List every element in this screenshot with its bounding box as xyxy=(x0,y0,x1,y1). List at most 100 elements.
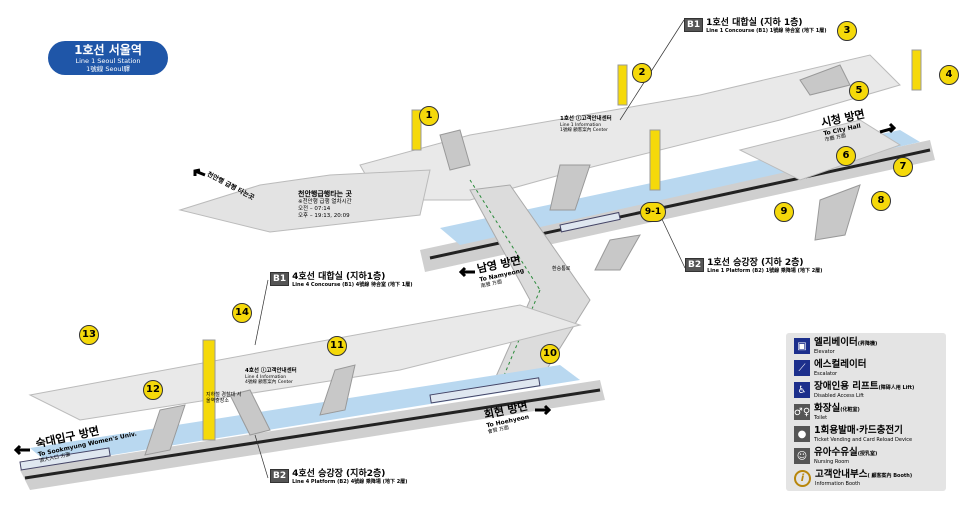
express-note: 천안행급행타는 곳 ※천안행 급행 열차시간 오전 – 07:14 오후 – 1… xyxy=(298,189,352,220)
legend-english: Escalator xyxy=(814,370,838,377)
legend-korean: 장애인용 리프트 xyxy=(814,380,879,392)
level-english: Line 1 Platform (B2) 1號線 乘降場 (地下 2層) xyxy=(707,268,823,274)
exit-9-1[interactable]: 9-1 xyxy=(640,202,666,222)
level-korean: 1호선 대합실 (지하 1층) xyxy=(706,18,803,28)
transfer-passage-label: 환승통로 xyxy=(552,266,571,272)
line1-info-center-label: 1호선 ⓘ고객안내센터 Line 1 Information 1號線 顧客案內 … xyxy=(560,116,612,133)
express-note-line: 오후 – 19:13, 20:09 xyxy=(298,213,350,219)
level-english: Line 4 Concourse (B1) 4號線 待合室 (地下 1層) xyxy=(292,282,413,288)
arrow-sookmyung xyxy=(13,444,30,456)
level-korean: 4호선 대합실 (지하1층) xyxy=(292,272,386,282)
elevator-icon: ▣ xyxy=(794,338,810,354)
exit-9[interactable]: 9 xyxy=(774,202,794,222)
police-office-label: 지하철 경찰대 서울역출장소 xyxy=(206,392,242,404)
exit-5[interactable]: 5 xyxy=(849,81,869,101)
transfer-route-line xyxy=(469,179,541,291)
exit-14[interactable]: 14 xyxy=(232,303,252,323)
legend-korean: 유아수유실 xyxy=(814,446,858,458)
escalator-icon: ⟋ xyxy=(794,360,810,376)
level-badge: B1 xyxy=(684,18,704,32)
legend-english: Toilet xyxy=(814,414,828,421)
legend-korean: 화장실 xyxy=(814,402,841,414)
info-english: Line 4 Information xyxy=(245,375,287,380)
info-hanja: 4號線 顧客案內 Center xyxy=(245,380,293,385)
toilet-icon: ♂♀ xyxy=(794,404,810,420)
station-title-hanja: 1號線 Seoul驛 xyxy=(86,65,130,73)
elevator-column-exit4 xyxy=(911,49,922,91)
info-korean: 4호선 ⓘ고객안내센터 xyxy=(245,368,297,374)
legend-hanja: (昇降機) xyxy=(857,340,878,347)
exit-1[interactable]: 1 xyxy=(419,106,439,126)
wheelchair-lift-icon: ♿ xyxy=(794,382,810,398)
nursing-room-icon: ☺ xyxy=(794,448,810,464)
line1-elevator-column xyxy=(649,129,661,191)
info-english: Line 1 Information xyxy=(560,123,602,128)
elevator-column-exit2 xyxy=(617,64,628,106)
information-icon: i xyxy=(794,469,811,487)
level-korean: 4호선 승강장 (지하2층) xyxy=(292,469,386,479)
legend-english: Disabled Access Lift xyxy=(814,392,864,399)
legend-english: Ticket Vending and Card Reload Device xyxy=(814,436,913,443)
legend-english: Information Booth xyxy=(815,480,861,487)
line1-concourse-wing xyxy=(178,169,431,233)
exit-11[interactable]: 11 xyxy=(327,336,347,356)
line1-concourse xyxy=(359,54,901,201)
station-title-english: Line 1 Seoul Station xyxy=(75,57,141,65)
level-badge: B1 xyxy=(270,272,290,286)
legend-hanja: (化粧室) xyxy=(840,406,860,413)
level-english: Line 4 Platform (B2) 4號線 乘降場 (地下 2層) xyxy=(292,479,408,485)
exit-7[interactable]: 7 xyxy=(893,157,913,177)
legend-hanja: (障碍人用 Lift) xyxy=(878,384,915,391)
label-line4-platform: B2 4호선 승강장 (지하2층)Line 4 Platform (B2) 4號… xyxy=(270,469,407,485)
arrow-hoehyeon xyxy=(535,404,552,416)
express-note-title: 천안행급행타는 곳 xyxy=(298,190,352,198)
express-note-line: ※천안행 급행 열차시간 xyxy=(298,199,352,205)
line4-elevator-column xyxy=(202,339,216,441)
legend-english: Elevator xyxy=(814,348,835,355)
label-line1-concourse: B1 1호선 대합실 (지하 1층)Line 1 Concourse (B1) … xyxy=(684,18,827,34)
line4-info-center-label: 4호선 ⓘ고객안내센터 Line 4 Information 4號線 顧客案內 … xyxy=(245,368,297,385)
line4-rail xyxy=(24,388,601,480)
legend-english: Nursing Room xyxy=(814,458,850,465)
legend-item-lift: ♿ 장애인용 리프트(障碍人用 Lift) Disabled Access Lift xyxy=(794,381,946,399)
line4-train xyxy=(19,447,111,471)
legend-item-toilet: ♂♀ 화장실(化粧室) Toilet xyxy=(794,403,946,421)
exit-3[interactable]: 3 xyxy=(837,21,857,41)
level-badge: B2 xyxy=(270,469,290,483)
level-english: Line 1 Concourse (B1) 1號線 待合室 (地下 1層) xyxy=(706,28,827,34)
legend-korean: 엘리베이터 xyxy=(814,336,858,348)
legend-item-elevator: ▣ 엘리베이터(昇降機) Elevator xyxy=(794,337,946,355)
level-badge: B2 xyxy=(685,258,705,272)
legend-korean: 고객안내부스 xyxy=(815,468,868,480)
elevator-column-exit1 xyxy=(411,109,422,151)
line1-train xyxy=(559,211,621,233)
line1-concourse-east xyxy=(738,119,902,181)
line4-concourse xyxy=(28,304,582,421)
legend-korean: 1회용발매·카드충전기 xyxy=(814,424,903,436)
exit-8[interactable]: 8 xyxy=(871,191,891,211)
level-korean: 1호선 승강장 (지하 2층) xyxy=(707,258,804,268)
station-title-badge: 1호선 서울역 Line 1 Seoul Station 1號線 Seoul驛 xyxy=(48,41,168,75)
info-korean: 1호선 ⓘ고객안내센터 xyxy=(560,116,612,122)
exit-4[interactable]: 4 xyxy=(939,65,959,85)
exit-6[interactable]: 6 xyxy=(836,146,856,166)
exit-13[interactable]: 13 xyxy=(79,325,99,345)
exit-12[interactable]: 12 xyxy=(143,380,163,400)
express-note-line: 오전 – 07:14 xyxy=(298,206,331,212)
label-line4-concourse: B1 4호선 대합실 (지하1층)Line 4 Concourse (B1) 4… xyxy=(270,272,413,288)
ticket-machine-icon: ● xyxy=(794,426,810,442)
stairs xyxy=(144,64,861,456)
exit-10[interactable]: 10 xyxy=(540,344,560,364)
info-hanja: 1號線 顧客案內 Center xyxy=(560,128,608,133)
legend-item-nursing: ☺유아수유실(授乳室)Nursing Room xyxy=(794,447,946,465)
arrow-cheonan xyxy=(193,168,206,177)
exit-2[interactable]: 2 xyxy=(632,63,652,83)
line4-train xyxy=(429,377,541,404)
arrow-city-hall xyxy=(879,122,897,134)
station-title: 1호선 서울역 xyxy=(74,43,142,57)
